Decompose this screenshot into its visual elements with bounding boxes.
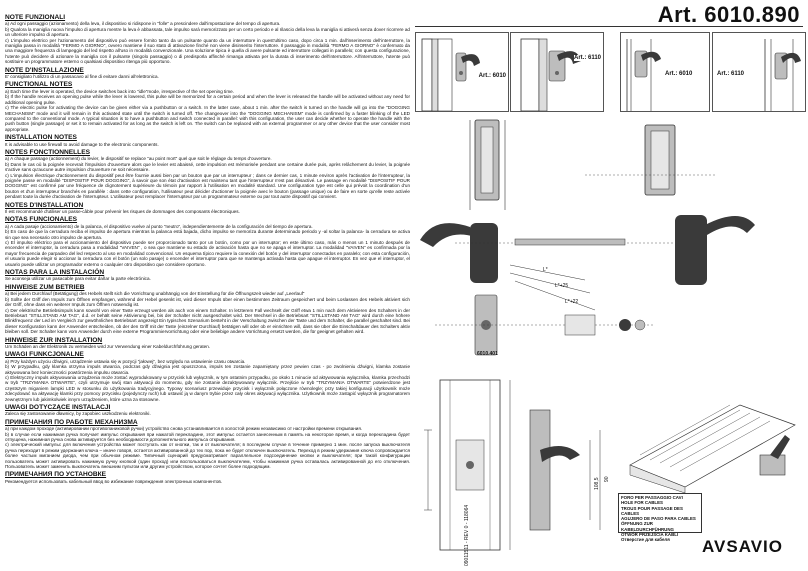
figure-label-6110: Art.: 6110 — [573, 55, 601, 61]
section-paragraph: Zaleca się zastosowanie dławnicy, by zap… — [5, 411, 151, 417]
section-paragraph: a) Bei jedem Durchlauf (Betätigung) des … — [5, 291, 305, 297]
section-paragraph: а) при каждом проходе (активировании про… — [5, 426, 363, 432]
section-paragraph: E' consigliato l'utilizzo di un passacav… — [5, 74, 159, 80]
door-6110-drawing — [520, 38, 581, 112]
exploded-assembly: L* L*+25 L*+22 6010.401 — [415, 115, 800, 365]
article-number: Art. 6010.890 — [657, 2, 800, 27]
revision-code: 09011511 - REV 0 - 118064 — [464, 504, 470, 566]
section-title: ПРИМЕЧАНИЯ ПО РАБОТЕ МЕХАНИЗМА — [5, 418, 138, 426]
section-title: HINWEISE ZUR INSTALLATION — [5, 336, 103, 344]
figure-art-6110-b: Art.: 6110 — [712, 32, 806, 112]
section-title: FUNCTIONAL NOTES — [5, 81, 73, 89]
section-paragraph: b) в случае если нажимная ручка получает… — [5, 431, 410, 443]
door-section-svg — [424, 379, 601, 551]
section-paragraph: a) A chaque passage (actionnement) du le… — [5, 156, 272, 162]
figure-label-6110-b: Art.: 6110 — [717, 71, 745, 77]
section-title: NOTES D'INSTALLATION — [5, 201, 84, 209]
section-title: INSTALLATION NOTES — [5, 134, 77, 142]
brand-logo: AVSAVIO — [702, 537, 783, 556]
section-title: NOTE FUNZIONALI — [5, 14, 66, 21]
section-paragraph: b) If the handle receives an opening pul… — [5, 94, 410, 105]
exploded-assembly-drawing — [420, 119, 755, 356]
section-title: UWAGI FUNKCJONALNE — [5, 351, 84, 359]
section-paragraph: It is advisable to use firewall to avoid… — [5, 141, 159, 147]
section-paragraph: b) Qualora la maniglia nuova l'impulso d… — [5, 26, 410, 38]
section-title: NOTES FONCTIONNELLES — [5, 148, 90, 156]
section-paragraph: a) Przy każdym użyciu dźwigni, urządzeni… — [5, 358, 246, 364]
section-paragraph: Il est recommandé d'utiliser un passe-câ… — [5, 209, 240, 214]
section-paragraph: c) электрический импульс для включения у… — [5, 442, 410, 470]
part-number-label: 6010.401 — [477, 351, 498, 357]
section-title: HINWEISE ZUM BETRIEB — [5, 283, 85, 291]
section-paragraph: c) El impulso eléctrico para el accionam… — [5, 240, 410, 267]
figure-art-6110: Art.: 6110 — [510, 32, 604, 112]
door-6010b-drawing — [626, 39, 661, 111]
section-paragraph: b) W przypadku, gdy klamka otrzyma impul… — [5, 364, 410, 375]
section-paragraph: b) Sollte der Griff den Impuls zum Öffne… — [5, 296, 410, 308]
section-title: NOTAS FUNCIONALES — [5, 216, 78, 224]
section-paragraph: a) Ad ogni passaggio (azionamento) della… — [5, 21, 281, 27]
door-6110b-drawing — [764, 39, 801, 111]
cable-note-line: Отверстие для кабеля — [621, 537, 670, 543]
figure-art-6010: Art.: 6010 — [415, 32, 509, 112]
dimension-l-plus-25: L*+25 — [555, 283, 569, 289]
section-paragraph: Se aconseja utilizar un pasacable para e… — [5, 276, 151, 282]
section-paragraph: a) A cada pasaje (accionamiento) de la p… — [5, 223, 313, 229]
header-divider — [415, 26, 803, 27]
cable-hole-note: FORO PER PASSAGGIO CAVI HOLE FOR CABLES … — [618, 493, 702, 542]
cable-note-line: HOLE FOR CABLES — [621, 500, 663, 506]
perspective-drawing — [620, 375, 805, 494]
section-paragraph: b) En caso de que la cerradura reciba el… — [5, 229, 410, 240]
cable-note-line: OTWÓR PRZEJŚCIA KABLI — [621, 532, 679, 538]
dimension-l: L* — [543, 267, 548, 273]
section-paragraph: Рекомендуется использовать кабельный вво… — [5, 478, 223, 484]
section-paragraph: c) Elektryczny impuls aktywowania urządz… — [5, 374, 410, 402]
figure-label-6010: Art.: 6010 — [478, 73, 506, 79]
door-section-drawing: 108,5 90 — [420, 370, 615, 565]
cable-note-line: FORO PER PASSAGGIO CAVI — [621, 495, 683, 500]
dimension-90: 90 — [604, 476, 610, 482]
figure-art-6010-b: Art.: 6010 — [620, 32, 710, 112]
section-paragraph: c) The electric pulse for activating the… — [5, 105, 410, 132]
section-paragraph: c) Der elektrische Betriebsimpuls kann s… — [5, 307, 410, 335]
perspective-svg — [629, 404, 796, 494]
section-paragraph: Um Schäden an der Elektronik zu vermeide… — [5, 343, 211, 349]
dimension-108-5: 108,5 — [594, 477, 600, 490]
cable-note-line: AGUJERO DE PASO PARA CABLES — [621, 516, 696, 522]
section-paragraph: a) Each time the lever is operated, the … — [5, 88, 234, 94]
section-title: NOTAS PARA LA INSTALACIÓN — [5, 269, 105, 277]
door-6010-drawing — [421, 38, 480, 112]
cable-note-line: TROUS POUR PASSAGE DES CABLES — [621, 505, 683, 516]
section-title: ПРИМЕЧАНИЯ ПО УСТАНОВКЕ — [5, 471, 107, 479]
cable-note-line: ÖFFNUNG ZUR KABELDURCHFÜHRUNG — [621, 521, 674, 532]
section-paragraph: c) L'impulso elettrico per l'azionamento… — [5, 37, 410, 65]
section-title: UWAGI DOTYCZĄCE INSTALACJI — [5, 404, 111, 411]
dimension-l-plus-22: L*+22 — [565, 299, 579, 305]
section-paragraph: c) L'impulsion électrique d'actionnement… — [5, 172, 410, 200]
section-title: NOTE D'INSTALLAZIONE — [5, 66, 84, 74]
section-paragraph: b) Dans le cas où la poignée recevrait l… — [5, 161, 410, 173]
figure-label-6010-b: Art.: 6010 — [665, 71, 693, 77]
